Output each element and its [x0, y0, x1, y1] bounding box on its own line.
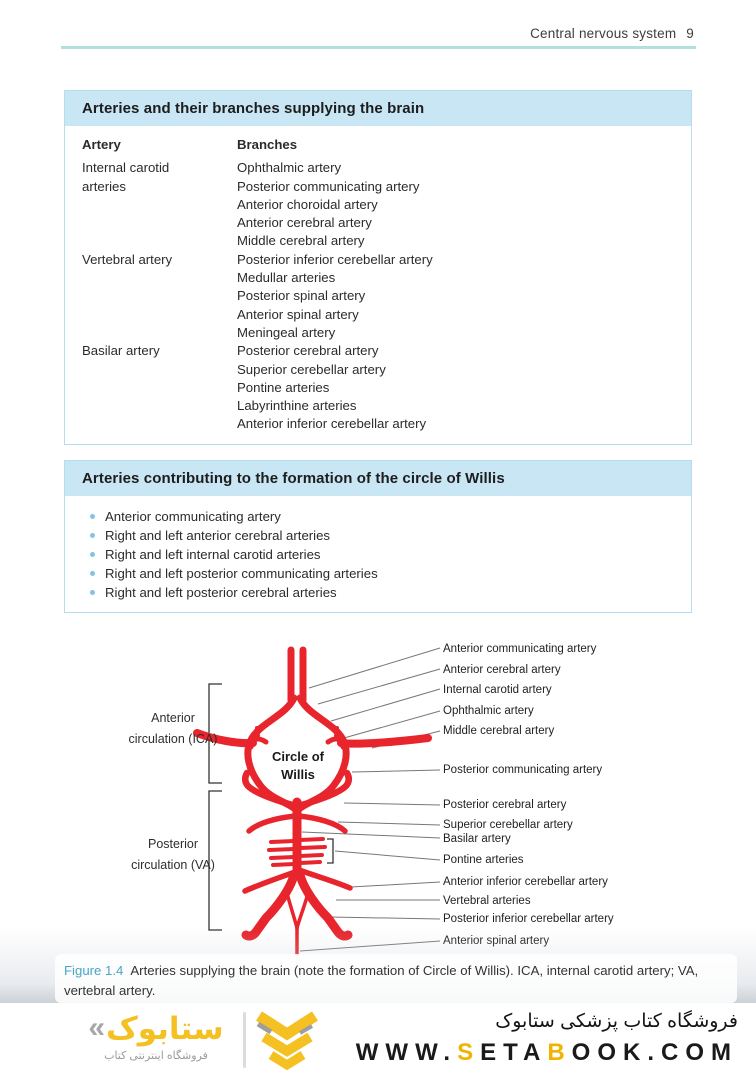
- anterior-circulation-label: Anterior circulation (ICA): [128, 711, 218, 746]
- column-header-artery: Artery: [82, 137, 121, 152]
- url-part-gold: S: [457, 1039, 481, 1066]
- diagram-label: Anterior cerebral artery: [443, 664, 561, 676]
- diagram-label: Ophthalmic artery: [443, 705, 534, 717]
- chapter-title: Central nervous system: [530, 26, 677, 41]
- circle-of-willis-center-label: Circle of Willis: [271, 749, 324, 782]
- branch-item: Posterior spinal artery: [237, 288, 366, 304]
- diagram-label: Internal carotid artery: [443, 684, 552, 696]
- artery-diagram-drawing: [193, 646, 441, 956]
- diagram-label: Basilar artery: [443, 833, 511, 845]
- footer-right-block: فروشگاه کتاب پزشکی ستابوک WWW.SETABOOK.C…: [356, 1009, 738, 1067]
- list-item-text: Right and left anterior cerebral arterie…: [105, 528, 331, 543]
- list-item-text: Right and left posterior cerebral arteri…: [105, 585, 337, 600]
- bullet-icon: [90, 590, 95, 595]
- setabook-footer: «ستابوک فروشگاه اینترنتی کتاب فروشگاه کت…: [0, 1003, 756, 1080]
- diagram-label: Anterior inferior cerebellar artery: [443, 876, 608, 888]
- arteries-branches-table: Artery Branches Internal carotid arterie…: [65, 126, 691, 444]
- figure-caption-text: Arteries supplying the brain (note the f…: [64, 963, 699, 998]
- branch-item: Medullar arteries: [237, 270, 336, 286]
- store-name-farsi: فروشگاه کتاب پزشکی ستابوک: [495, 1011, 738, 1032]
- branch-item: Pontine arteries: [237, 379, 330, 395]
- running-header: Central nervous system 9: [530, 26, 694, 41]
- artery-name: Vertebral artery: [82, 251, 173, 267]
- diagram-label: Anterior communicating artery: [443, 643, 597, 655]
- url-part: OOK.COM: [571, 1039, 738, 1066]
- branch-item: Anterior spinal artery: [237, 306, 359, 322]
- url-part: ETA: [480, 1039, 548, 1066]
- branch-item: Anterior inferior cerebellar artery: [237, 416, 427, 432]
- caption-panel: [55, 954, 737, 1003]
- setabook-chevron-icon: [256, 1011, 318, 1071]
- column-header-branches: Branches: [237, 137, 298, 152]
- diagram-label: Pontine arteries: [443, 854, 524, 866]
- list-item-text: Right and left posterior communicating a…: [105, 566, 378, 581]
- page-number: 9: [686, 26, 694, 41]
- arteries-branches-box-title: Arteries and their branches supplying th…: [65, 91, 691, 126]
- list-item: Anterior communicating artery: [78, 507, 674, 526]
- table-row: Vertebral artery Posterior inferior cere…: [82, 251, 674, 342]
- list-item-text: Right and left internal carotid arteries: [105, 547, 321, 562]
- diagram-label: Posterior cerebral artery: [443, 799, 567, 811]
- branch-item: Posterior cerebral artery: [237, 343, 379, 359]
- artery-name: Internal carotid arteries: [82, 160, 170, 194]
- circle-of-willis-diagram: Anterior circulation (ICA) Posterior cir…: [0, 620, 756, 962]
- list-item-text: Anterior communicating artery: [105, 509, 281, 524]
- posterior-circulation-label: Posterior circulation (VA): [131, 837, 215, 872]
- branch-item: Anterior choroidal artery: [237, 196, 378, 212]
- setabook-url: WWW.SETABOOK.COM: [356, 1039, 738, 1067]
- logo-wordmark: ستابوک: [106, 1011, 224, 1046]
- list-item: Right and left internal carotid arteries: [78, 545, 674, 564]
- diagram-label: Posterior communicating artery: [443, 764, 603, 776]
- branch-item: Posterior communicating artery: [237, 178, 420, 194]
- list-item: Right and left posterior communicating a…: [78, 564, 674, 583]
- table-row: Internal carotid arteries Ophthalmic art…: [82, 159, 674, 250]
- diagram-label: Middle cerebral artery: [443, 725, 555, 737]
- circle-of-willis-box: Arteries contributing to the formation o…: [64, 460, 692, 613]
- branch-item: Superior cerebellar artery: [237, 361, 386, 377]
- list-item: Right and left anterior cerebral arterie…: [78, 526, 674, 545]
- branch-item: Anterior cerebral artery: [237, 215, 372, 231]
- diagram-label: Vertebral arteries: [443, 895, 531, 907]
- diagram-label: Superior cerebellar artery: [443, 819, 573, 831]
- diagram-label: Posterior inferior cerebellar artery: [443, 913, 614, 925]
- arteries-branches-box: Arteries and their branches supplying th…: [64, 90, 692, 445]
- figure-caption-label: Figure 1.4: [64, 963, 124, 978]
- circle-of-willis-list: Anterior communicating artery Right and …: [65, 496, 691, 612]
- bullet-icon: [90, 514, 95, 519]
- branch-item: Meningeal artery: [237, 324, 336, 340]
- branch-item: Labyrinthine arteries: [237, 398, 357, 414]
- circle-of-willis-box-title: Arteries contributing to the formation o…: [65, 461, 691, 496]
- url-part-gold: B: [547, 1039, 572, 1066]
- logo-tagline: فروشگاه اینترنتی کتاب: [104, 1050, 208, 1062]
- bullet-icon: [90, 533, 95, 538]
- artery-name: Basilar artery: [82, 343, 160, 359]
- url-part: WWW.: [355, 1039, 458, 1066]
- branch-item: Ophthalmic artery: [237, 160, 342, 176]
- header-rule: [61, 46, 696, 49]
- footer-divider: [243, 1012, 246, 1068]
- branch-item: Middle cerebral artery: [237, 233, 365, 249]
- bullet-icon: [90, 552, 95, 557]
- bullet-icon: [90, 571, 95, 576]
- branch-item: Posterior inferior cerebellar artery: [237, 251, 433, 267]
- table-row: Basilar artery Posterior cerebral artery…: [82, 342, 674, 433]
- list-item: Right and left posterior cerebral arteri…: [78, 583, 674, 602]
- logo-guillemet-icon: «: [88, 1011, 106, 1044]
- setabook-logo: «ستابوک فروشگاه اینترنتی کتاب: [78, 1011, 234, 1062]
